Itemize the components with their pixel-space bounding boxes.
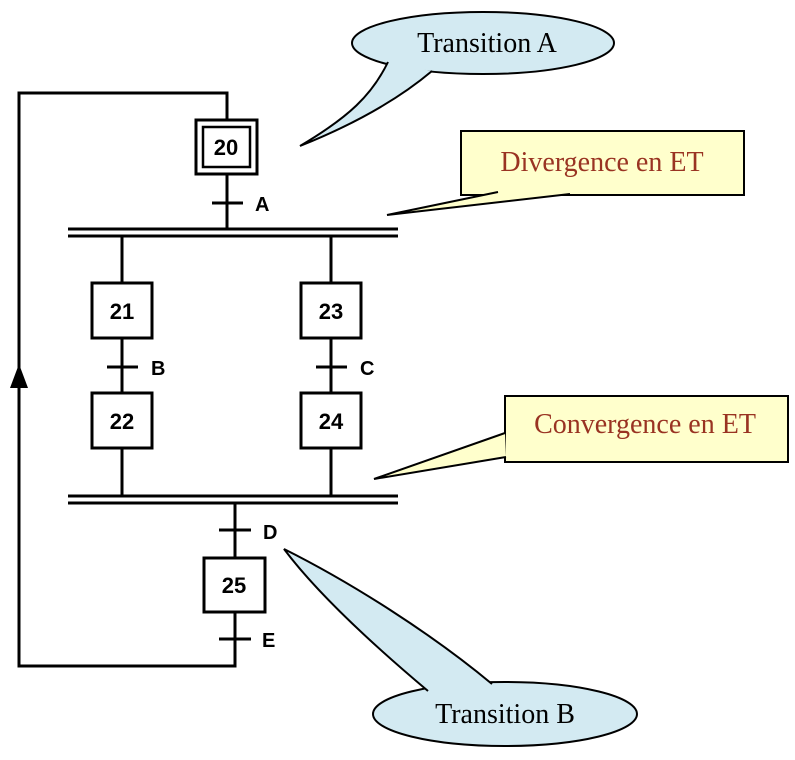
- callout-divergence-box: [460, 130, 745, 196]
- callout-transition-a-bubble: [351, 11, 615, 75]
- step-22-label: 22: [110, 409, 134, 434]
- callout-transition-a-tail: [299, 61, 433, 147]
- callout-divergence-tail: [386, 191, 571, 216]
- step-21-box: [90, 281, 154, 340]
- callout-transition-b-text: Transition B: [435, 699, 575, 730]
- transition-d-label: D: [263, 522, 277, 544]
- step-25-box: [202, 556, 267, 614]
- callout-transition-b-bubble: [372, 681, 638, 747]
- step-24-label: 24: [319, 409, 344, 434]
- callout-transition-b-tail: [283, 548, 493, 692]
- step-23-box: [299, 281, 363, 340]
- callout-divergence-text: Divergence en ET: [500, 147, 703, 178]
- feedback-arrow-up-icon: [10, 364, 28, 388]
- callout-convergence-box: [504, 395, 789, 463]
- transition-a-label: A: [255, 194, 269, 216]
- step-25-label: 25: [222, 573, 246, 598]
- transition-c-label: C: [360, 358, 374, 380]
- transition-b-label: B: [151, 358, 165, 380]
- transition-e-label: E: [262, 630, 275, 652]
- callout-convergence-tail: [373, 432, 507, 480]
- step-23-label: 23: [319, 299, 343, 324]
- callout-convergence-text: Convergence en ET: [534, 409, 756, 440]
- step-20-inner-box: [201, 125, 252, 169]
- step-20-label: 20: [214, 135, 238, 160]
- callout-transition-a-text: Transition A: [417, 28, 558, 59]
- step-21-label: 21: [110, 299, 134, 324]
- step-22-box: [90, 391, 154, 450]
